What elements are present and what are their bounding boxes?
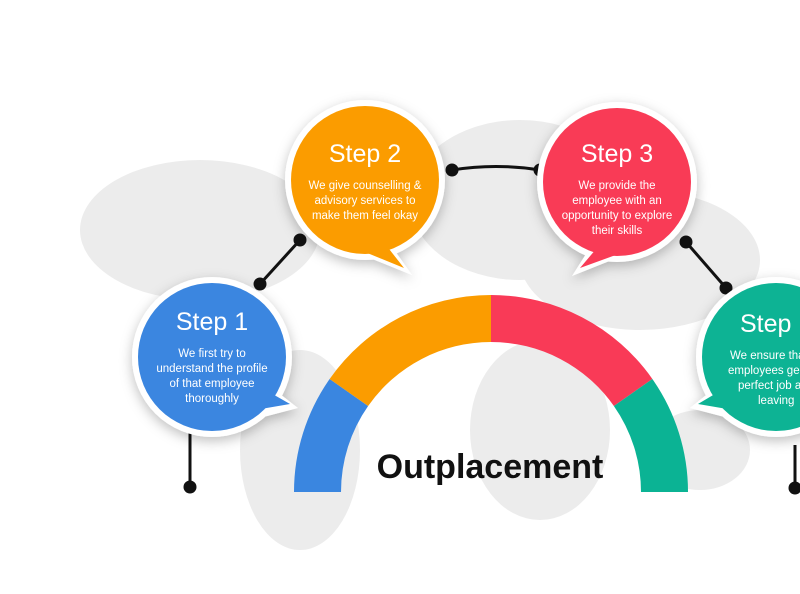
desc-line: their skills bbox=[591, 225, 643, 237]
step3-bubble bbox=[537, 102, 697, 276]
step4-description: We ensure tha employees ge perfect job a le… bbox=[708, 349, 800, 409]
step2-content: Step 2 We give counselling & advisory ser… bbox=[290, 140, 440, 224]
step2-description: We give counselling & advisory services t… bbox=[290, 179, 440, 224]
step1-heading: Step 1 bbox=[175, 308, 249, 336]
desc-line: We ensure tha bbox=[730, 350, 800, 362]
step3-heading: Step 3 bbox=[580, 140, 654, 168]
desc-line: opportunity to explore bbox=[561, 210, 673, 222]
step1-description: We first try to understand the profile of … bbox=[137, 347, 287, 407]
arc-segment-step2 bbox=[329, 295, 491, 406]
desc-line: employee with an bbox=[572, 195, 662, 207]
step1-content: Step 1 We first try to understand the pro… bbox=[137, 308, 287, 407]
step3-description: We provide the employee with an opportunit… bbox=[542, 179, 692, 239]
step4-heading: Step bbox=[740, 310, 792, 338]
desc-line: We provide the bbox=[578, 180, 656, 192]
step2-bubble bbox=[285, 100, 445, 275]
arc-segment-step3 bbox=[491, 295, 653, 406]
desc-line: perfect job a bbox=[738, 380, 800, 392]
desc-line: We first try to bbox=[178, 348, 246, 360]
desc-line: thoroughly bbox=[185, 393, 239, 405]
step4-content: Step We ensure tha employees ge perfect jo… bbox=[708, 310, 800, 409]
step1-bubble bbox=[132, 277, 298, 437]
connector-step2-3 bbox=[451, 165, 541, 172]
arc-segment-step1 bbox=[294, 379, 369, 492]
connector-step3-4 bbox=[684, 241, 728, 289]
arc-segment-step4 bbox=[613, 379, 688, 492]
step3-content: Step 3 We provide the employee with an opp… bbox=[542, 140, 692, 239]
desc-line: leaving bbox=[758, 395, 795, 407]
outplacement-arc bbox=[294, 295, 688, 492]
desc-line: employees ge bbox=[728, 365, 800, 377]
desc-line: advisory services to bbox=[314, 195, 416, 207]
step2-heading: Step 2 bbox=[328, 140, 402, 168]
step4-bubble bbox=[690, 277, 800, 437]
desc-line: make them feel okay bbox=[311, 210, 419, 222]
diagram-title: Outplacement bbox=[376, 448, 604, 486]
connector-step1-2 bbox=[258, 238, 302, 286]
desc-line: understand the profile bbox=[156, 363, 268, 375]
desc-line: We give counselling & bbox=[308, 180, 422, 192]
desc-line: of that employee bbox=[169, 378, 255, 390]
